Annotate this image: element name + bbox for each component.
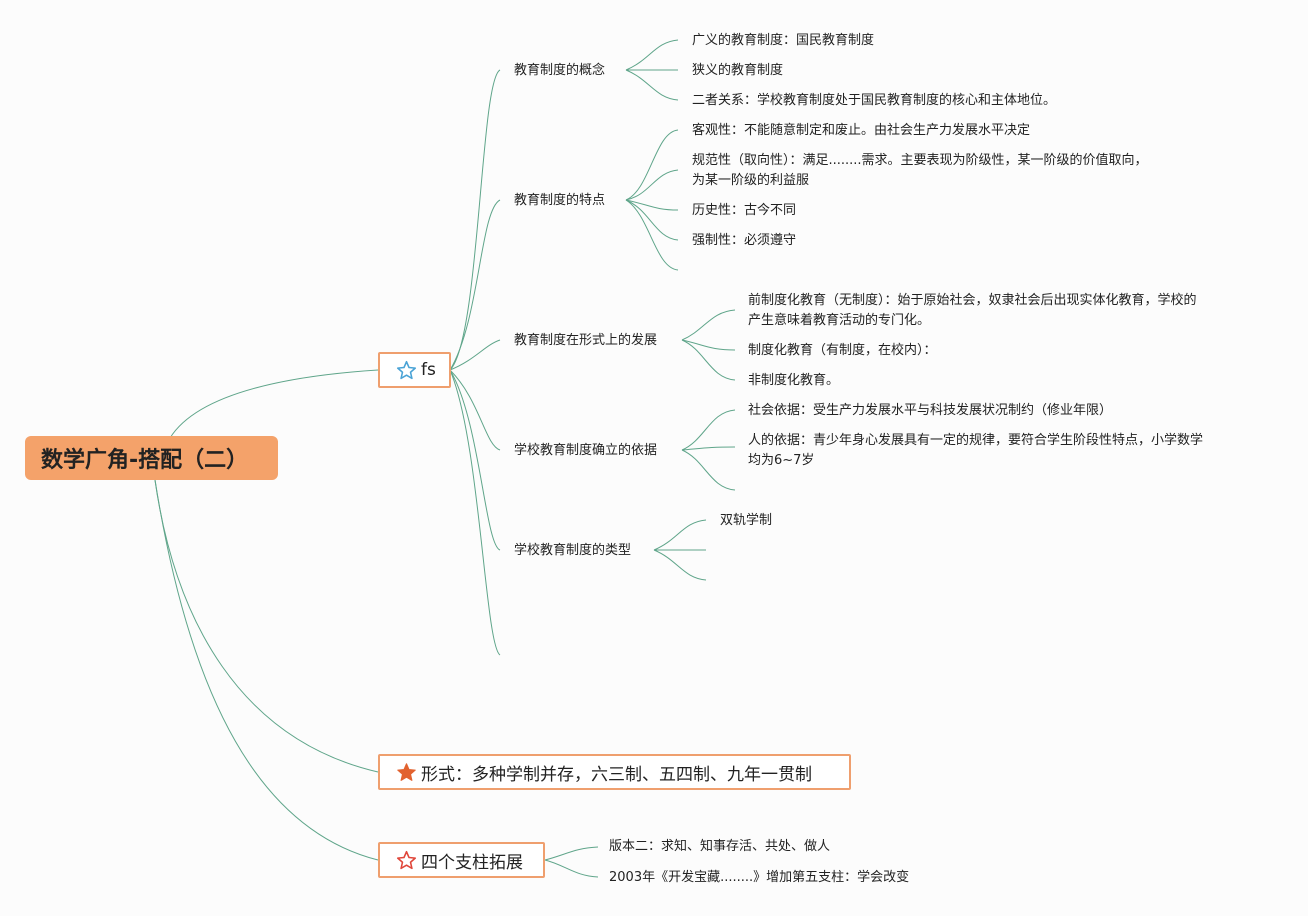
root-title: 数学广角-搭配（二）	[41, 448, 249, 473]
concept-relation[interactable]: 二者关系：学校教育制度处于国民教育制度的核心和主体地位。	[692, 93, 1057, 108]
form-non-institutional[interactable]: 非制度化教育。	[748, 373, 840, 388]
star-filled-icon	[396, 762, 417, 783]
branch-form[interactable]: 形式：多种学制并存，六三制、五四制、九年一贯制	[378, 754, 851, 790]
concept-narrow[interactable]: 狭义的教育制度	[692, 63, 784, 78]
feature-historical[interactable]: 历史性：古今不同	[692, 203, 797, 218]
topic-form-development[interactable]: 教育制度在形式上的发展	[514, 333, 658, 348]
basis-human[interactable]: 人的依据：青少年身心发展具有一定的规律，要符合学生阶段性特点，小学数学	[748, 433, 1204, 448]
feature-normative-cont[interactable]: 为某一阶级的利益服	[692, 173, 810, 188]
type-dual-track[interactable]: 双轨学制	[720, 513, 773, 528]
branch-pillars[interactable]: 四个支柱拓展	[378, 842, 545, 878]
feature-mandatory[interactable]: 强制性：必须遵守	[692, 233, 797, 248]
star-outline-blue-icon	[396, 360, 417, 381]
topic-features[interactable]: 教育制度的特点	[514, 193, 606, 208]
concept-broad[interactable]: 广义的教育制度：国民教育制度	[692, 33, 875, 48]
root-node[interactable]: 数学广角-搭配（二）	[25, 436, 278, 480]
form-institutional[interactable]: 制度化教育（有制度，在校内）：	[748, 343, 937, 358]
basis-social[interactable]: 社会依据：受生产力发展水平与科技发展状况制约（修业年限）	[748, 403, 1113, 418]
branch-pillars-label: 四个支柱拓展	[421, 852, 523, 873]
branch-fs-label: fs	[421, 360, 436, 380]
topic-types[interactable]: 学校教育制度的类型	[514, 543, 632, 558]
basis-human-cont[interactable]: 均为6~7岁	[748, 453, 815, 468]
pillar-version-two[interactable]: 版本二：求知、知事存活、共处、做人	[609, 839, 831, 854]
branch-form-label: 形式：多种学制并存，六三制、五四制、九年一贯制	[421, 764, 812, 785]
branch-fs[interactable]: fs	[378, 352, 451, 388]
feature-normative[interactable]: 规范性（取向性）：满足........需求。主要表现为阶级性，某一阶级的价值取向…	[692, 153, 1148, 168]
star-outline-red-icon	[396, 850, 417, 871]
topic-basis[interactable]: 学校教育制度确立的依据	[514, 443, 658, 458]
topic-concept[interactable]: 教育制度的概念	[514, 63, 606, 78]
feature-objective[interactable]: 客观性：不能随意制定和废止。由社会生产力发展水平决定	[692, 123, 1031, 138]
form-pre-institutional-cont[interactable]: 产生意味着教育活动的专门化。	[748, 313, 931, 328]
form-pre-institutional[interactable]: 前制度化教育（无制度）：始于原始社会，奴隶社会后出现实体化教育，学校的	[748, 293, 1197, 308]
pillar-fifth[interactable]: 2003年《开发宝藏........》增加第五支柱：学会改变	[609, 870, 910, 885]
